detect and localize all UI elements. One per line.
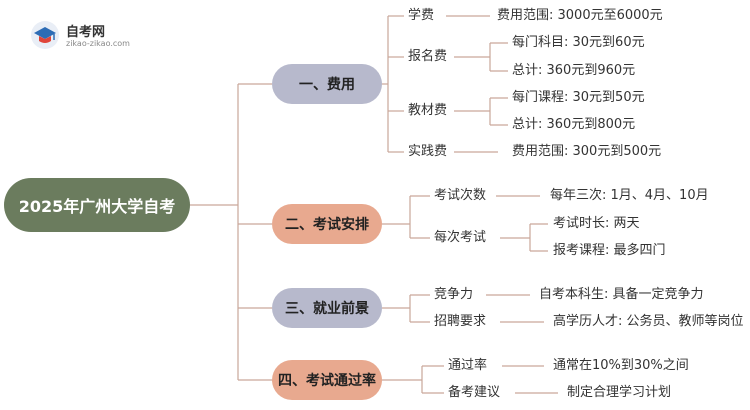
detail-textbook-total: 总计: 360元到800元: [512, 117, 636, 132]
node-hiring-requirements: 招聘要求: [434, 314, 487, 329]
node-exam-count: 考试次数: [434, 188, 487, 203]
detail-tuition-range: 费用范围: 3000元至6000元: [497, 8, 663, 23]
node-tuition: 学费: [408, 8, 435, 23]
detail-exam-duration: 考试时长: 两天: [553, 216, 640, 231]
detail-exam-count: 每年三次: 1月、4月、10月: [550, 188, 709, 203]
detail-hiring-requirements: 高学历人才: 公务员、教师等岗位: [553, 314, 744, 329]
detail-practice-range: 费用范围: 300元到500元: [512, 144, 662, 159]
detail-registration-per-subject: 每门科目: 30元到60元: [512, 35, 645, 50]
graduation-cap-icon: [31, 21, 59, 49]
branch-fees: 一、费用: [272, 64, 382, 104]
detail-exam-course-limit: 报考课程: 最多四门: [553, 243, 666, 258]
detail-study-advice: 制定合理学习计划: [567, 385, 672, 400]
detail-textbook-per-course: 每门课程: 30元到50元: [512, 90, 645, 105]
branch-exam-schedule: 二、考试安排: [272, 204, 382, 244]
detail-competitiveness: 自考本科生: 具备一定竞争力: [539, 287, 704, 302]
node-competitiveness: 竞争力: [434, 287, 474, 302]
logo-title: 自考网: [66, 25, 106, 40]
branch-career-prospects: 三、就业前景: [272, 288, 382, 328]
logo-url: zikao-zikao.com: [66, 39, 130, 48]
node-each-exam: 每次考试: [434, 230, 487, 245]
node-pass-rate: 通过率: [448, 358, 488, 373]
node-registration-fee: 报名费: [408, 49, 448, 64]
detail-registration-total: 总计: 360元到960元: [512, 63, 636, 78]
branch-pass-rate: 四、考试通过率: [272, 360, 382, 400]
site-logo: 自考网 zikao-zikao.com: [30, 18, 160, 54]
node-practice-fee: 实践费: [408, 144, 448, 159]
node-study-advice: 备考建议: [448, 385, 501, 400]
detail-pass-rate: 通常在10%到30%之间: [553, 358, 689, 373]
root-node: 2025年广州大学自考: [4, 178, 190, 232]
node-textbook-fee: 教材费: [408, 103, 448, 118]
